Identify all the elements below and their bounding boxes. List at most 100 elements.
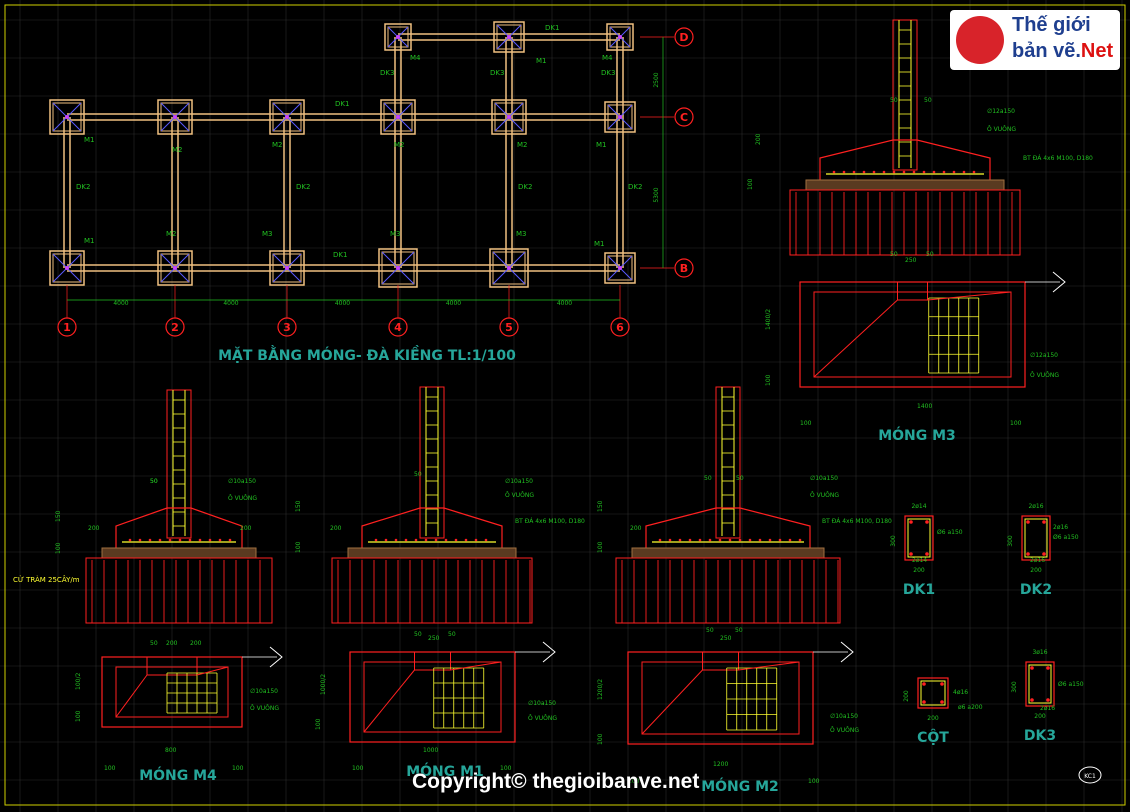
- m2-dimension: 100: [597, 541, 604, 553]
- m1-rebar-dot: [384, 538, 388, 542]
- m1-rebar-dot: [464, 538, 468, 542]
- m3-plan-square-label: Ô VUÔNG: [1030, 372, 1059, 379]
- m2-plan-slope: [738, 661, 800, 671]
- dk1-top-label: 2ø14: [911, 503, 926, 510]
- dk2-bar: [1026, 552, 1030, 556]
- dk3-title: DK3: [1024, 728, 1056, 744]
- m4-dimension: 800: [165, 747, 177, 754]
- dk3-section-stirrup: [1028, 664, 1052, 704]
- m1-rebar-dot: [474, 538, 478, 542]
- m1-rebar-dot: [394, 538, 398, 542]
- m2-rebar-dot: [668, 538, 672, 542]
- footing-inner: [272, 253, 302, 283]
- m2-rebar-dot: [678, 538, 682, 542]
- m4-square-label: Ô VUÔNG: [228, 495, 257, 502]
- m4-pile-zone: [85, 557, 273, 624]
- m3-rebar-dot: [892, 170, 896, 174]
- axis-bubble: [674, 27, 694, 47]
- footing-label: M2: [272, 141, 283, 149]
- footing-inner: [607, 104, 633, 130]
- m3-dimension: 50: [924, 97, 932, 104]
- beam-label: DK2: [76, 183, 90, 191]
- m1-rebar-dot: [374, 538, 378, 542]
- m2-footing: [645, 507, 811, 548]
- dk1-bar: [925, 520, 929, 524]
- m1-rebar-dot: [404, 538, 408, 542]
- m4-dimension: 200: [240, 525, 252, 532]
- axis-number: 6: [616, 321, 624, 334]
- footing-label: M2: [172, 146, 183, 154]
- footing-inner: [52, 102, 82, 132]
- dk1-bar: [925, 552, 929, 556]
- m3-lean-concrete: [805, 179, 1005, 191]
- column-marker: [507, 35, 511, 39]
- beam-label: DK2: [518, 183, 532, 191]
- footing-label: M2: [166, 230, 177, 238]
- cot-bar: [922, 682, 926, 686]
- m4-rebar-dot: [218, 538, 222, 542]
- column-marker: [618, 266, 622, 270]
- cot-height-dim: 200: [903, 690, 910, 702]
- m4-dimension: 100: [75, 710, 82, 722]
- axis-letter: C: [680, 111, 688, 124]
- m3-rebar-dot: [952, 170, 956, 174]
- m4-dimension: 200: [190, 640, 202, 647]
- footing-inner: [607, 255, 633, 281]
- axis-bubble: [277, 317, 297, 337]
- axis-number: 3: [283, 321, 291, 334]
- m4-dimension: 100: [232, 765, 244, 772]
- m2-rebar-dot: [748, 538, 752, 542]
- m4-column: [166, 389, 192, 539]
- m2-rebar-dot: [708, 538, 712, 542]
- m2-plan-inner: [641, 661, 800, 735]
- m1-dimension: 1000/2: [320, 674, 327, 695]
- m3-dimension: 50: [890, 97, 898, 104]
- dk2-top-label: 2ø16: [1028, 503, 1043, 510]
- m1-rebar-dot: [444, 538, 448, 542]
- dk1-section-outline: [904, 515, 934, 561]
- column-marker: [396, 115, 400, 119]
- dk1-bar: [909, 552, 913, 556]
- m2-rebar-dot: [688, 538, 692, 542]
- m2-dimension: 100: [808, 778, 820, 785]
- m3-dimension: 100: [747, 178, 754, 190]
- column-marker: [396, 35, 400, 39]
- column-marker: [65, 115, 69, 119]
- dk1-height-dim: 300: [890, 535, 897, 547]
- cot-section-stirrup: [920, 680, 946, 706]
- m3-dimension: 200: [755, 133, 762, 145]
- footing-label: M1: [596, 141, 607, 149]
- brand-logo: Thế giới bản vẽ.Net: [950, 10, 1120, 70]
- footing-label: M4: [410, 54, 421, 62]
- column-marker: [618, 35, 622, 39]
- beam-label: DK2: [296, 183, 310, 191]
- footing-label: M1: [84, 136, 95, 144]
- m2-column: [715, 386, 741, 539]
- m3-break-icon: [1052, 271, 1066, 293]
- footing-inner: [609, 26, 631, 48]
- span-dimension: 4000: [335, 300, 350, 307]
- dk1-bottom-label: 2ø14: [912, 557, 927, 564]
- m2-dimension: 100: [628, 778, 640, 785]
- column-marker: [173, 266, 177, 270]
- house-logo-icon: [956, 16, 1004, 64]
- m4-rebar-dot: [158, 538, 162, 542]
- m4-dimension: 50: [150, 640, 158, 647]
- m4-rebar-dot: [128, 538, 132, 542]
- beam-label: DK3: [380, 69, 394, 77]
- footing-outline: [493, 21, 525, 53]
- m3-rebar-dot: [872, 170, 876, 174]
- footing-label: M3: [390, 230, 401, 238]
- m2-dimension: 50: [704, 475, 712, 482]
- m1-plan-square-label: Ô VUÔNG: [528, 715, 557, 722]
- m2-dimension: 50: [735, 627, 743, 634]
- beam-label: DK1: [333, 251, 347, 259]
- dk2-bar: [1042, 552, 1046, 556]
- footing-outline: [604, 252, 636, 284]
- m4-dimension: 150: [55, 510, 62, 522]
- m3-dimension: 100: [800, 420, 812, 427]
- m2-rebar-label: ∅10a150: [810, 475, 838, 482]
- dk1-bar: [909, 520, 913, 524]
- m4-plan-rebar-label: ∅10a150: [250, 688, 278, 695]
- footing-outline: [269, 99, 305, 135]
